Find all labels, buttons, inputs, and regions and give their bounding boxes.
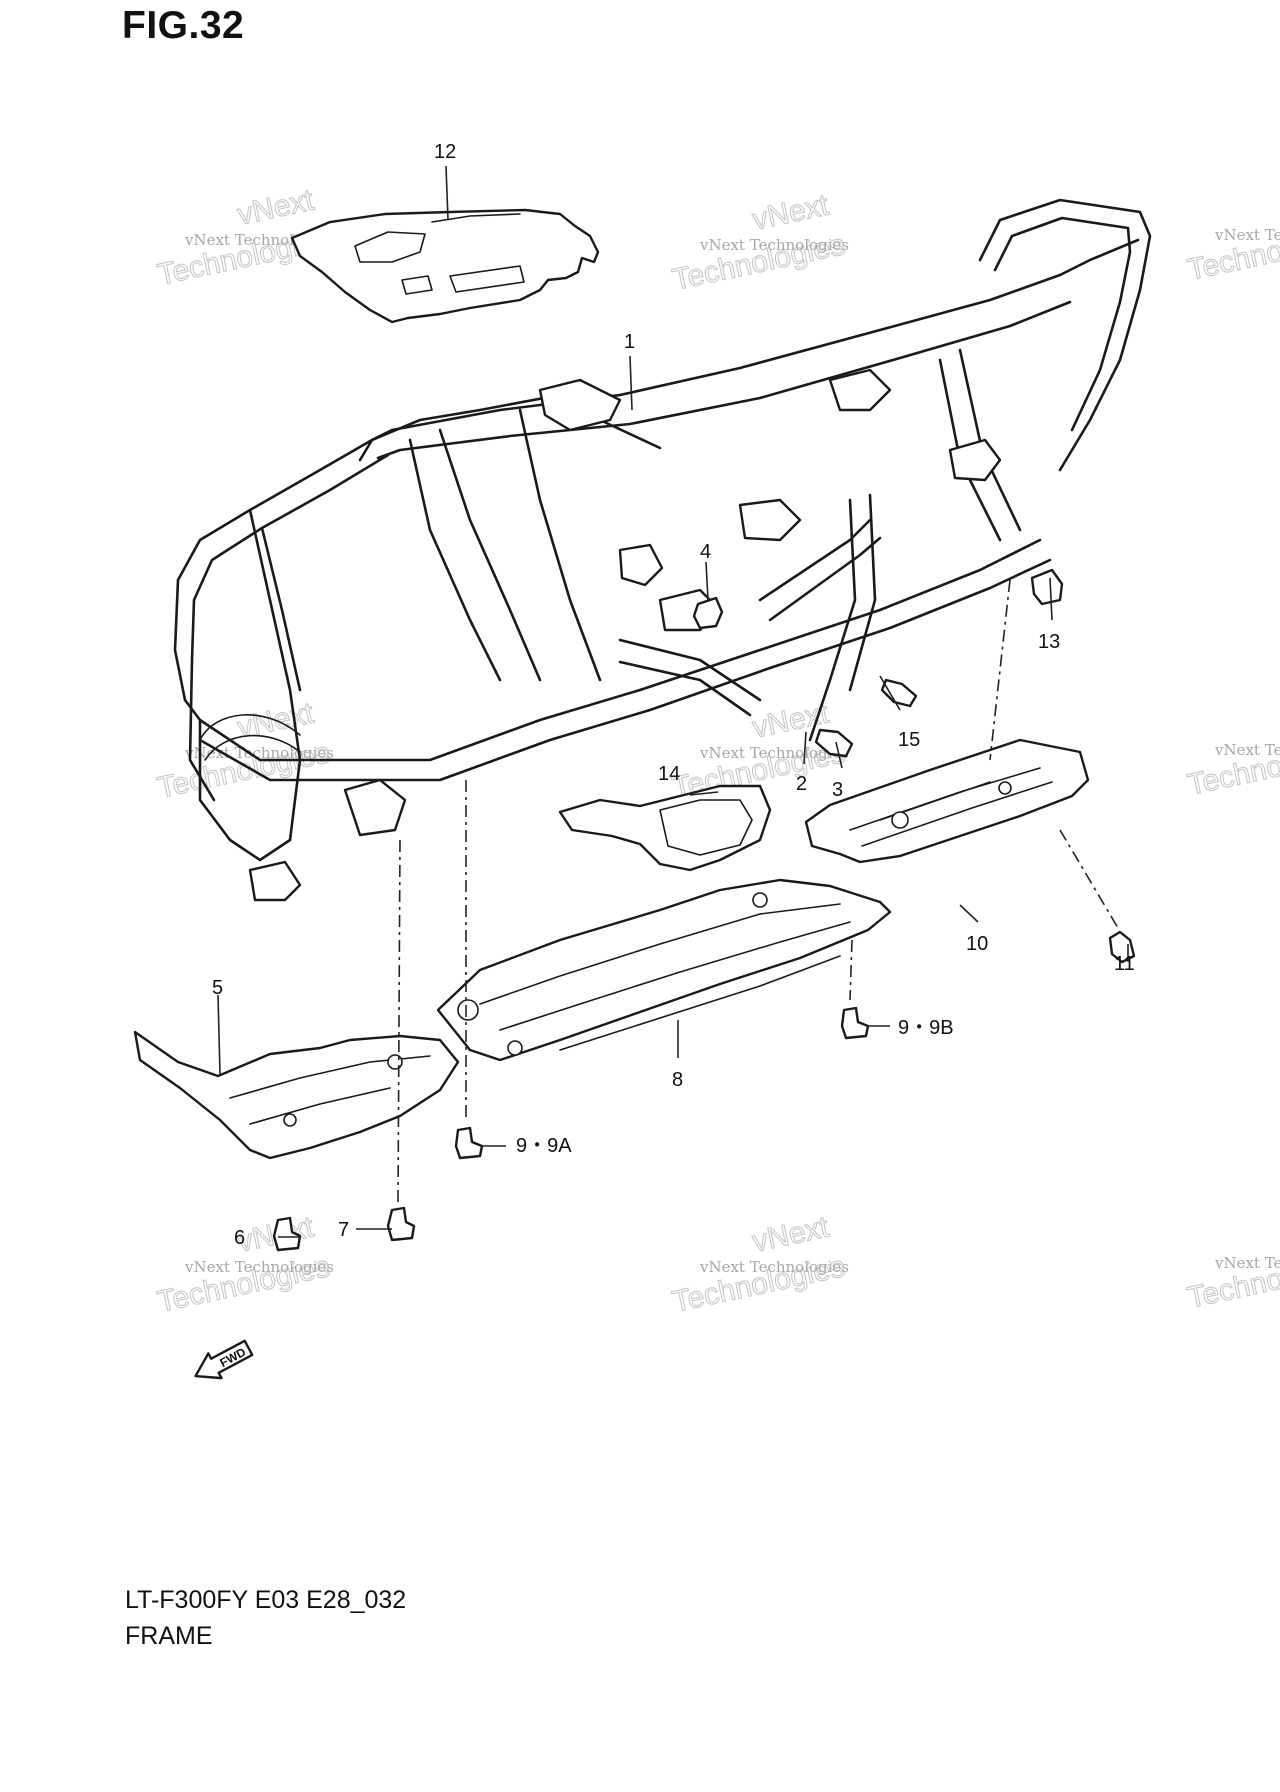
callout-2: 2	[796, 773, 807, 795]
watermark-brand: vNext	[235, 183, 318, 231]
callout-3: 3	[832, 779, 843, 801]
watermark-company: vNext Technologies	[1214, 1254, 1280, 1272]
callout-8: 8	[672, 1069, 683, 1091]
callout-13: 13	[1038, 631, 1060, 653]
figure-title: FIG.32	[122, 4, 245, 47]
callout-7: 7	[338, 1219, 349, 1241]
callout-12: 12	[434, 141, 456, 163]
callout-6: 6	[234, 1227, 245, 1249]
callout-10: 10	[966, 933, 988, 955]
part-3-bolt	[814, 728, 854, 758]
watermark-brand: vNext	[750, 1210, 833, 1258]
callout-9b: 9・9B	[898, 1017, 954, 1039]
callout-15: 15	[898, 729, 920, 751]
callout-14: 14	[658, 763, 680, 785]
callout-labels: 12 1 4 13 15 14 2 3 10 11 5 8 9・9A 9・9B …	[212, 141, 1135, 1249]
watermark-company: vNext Technologies	[699, 1258, 849, 1276]
part-13-cushion	[1030, 568, 1064, 606]
fwd-arrow-icon: FWD	[194, 1339, 254, 1380]
watermark-company: vNext Technologies	[699, 744, 849, 762]
part-8-center-skid-plate	[436, 878, 892, 1062]
callout-4: 4	[700, 541, 711, 563]
part-9a-bolt	[454, 1126, 484, 1160]
section-name: FRAME	[125, 1622, 213, 1650]
part-1-main-frame	[173, 198, 1152, 902]
watermark-company: vNext Technologies	[1214, 226, 1280, 244]
watermark-brand: vNext	[750, 188, 833, 236]
watermark: vNext Technologies Technologies vNext	[669, 188, 849, 297]
watermark: vNext Technologies Technologies	[1184, 218, 1280, 288]
part-14-heat-shield	[558, 784, 772, 872]
callout-5: 5	[212, 977, 223, 999]
watermark: vNext Technologies Technologies	[1184, 1246, 1280, 1316]
leader-lines	[217, 165, 1129, 1238]
part-4-nut	[692, 596, 724, 630]
part-9b-bolt	[840, 1006, 870, 1040]
watermark: vNext Technologies Technologies vNext	[669, 1210, 849, 1319]
watermark: vNext Technologies Technologies	[1184, 733, 1280, 803]
part-5-front-skid-plate	[133, 1030, 460, 1160]
part-12-guard-plate	[290, 208, 600, 324]
watermark-company: vNext Technologies	[184, 1258, 334, 1276]
watermark-group: vNext Technologies Technologies vNext vN…	[154, 183, 1280, 1319]
watermark-company: vNext Technologies	[699, 236, 849, 254]
model-code: LT-F300FY E03 E28_032	[125, 1586, 407, 1614]
callout-1: 1	[624, 331, 635, 353]
part-6-bolt	[272, 1216, 302, 1252]
part-10-footrest-plate	[804, 738, 1090, 864]
watermark-company: vNext Technologies	[1214, 741, 1280, 759]
part-15-bolt	[880, 678, 918, 708]
callout-11: 11	[1114, 953, 1135, 975]
callout-9a: 9・9A	[516, 1135, 572, 1157]
part-7-bolt	[386, 1206, 416, 1242]
